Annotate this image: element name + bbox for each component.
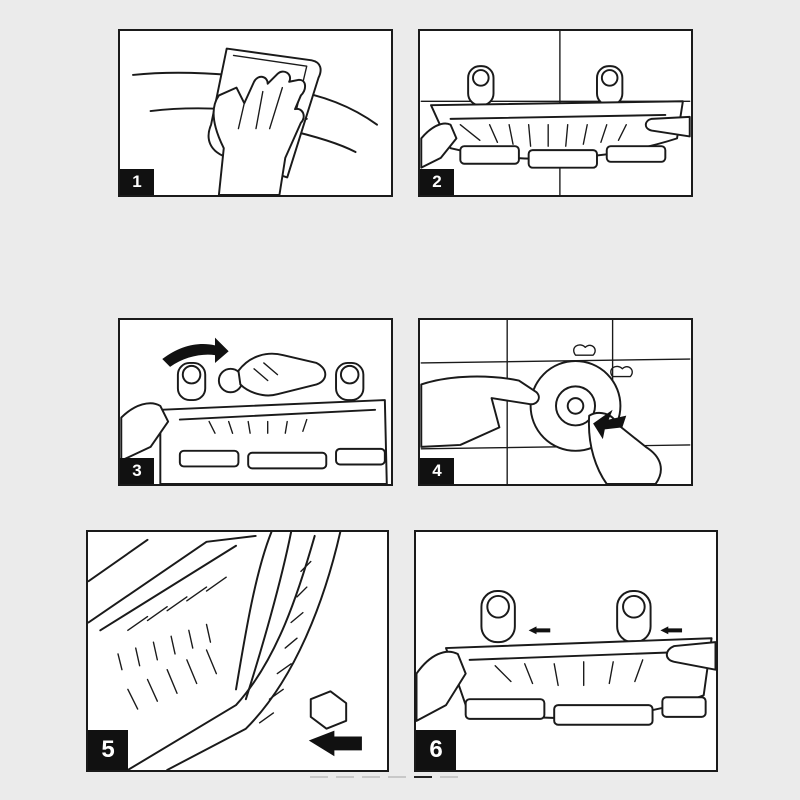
step-number-badge: 1	[120, 169, 154, 195]
carousel-pager	[310, 776, 458, 778]
cloth-wipe-icon	[132, 47, 379, 195]
twist-knob-icon	[120, 337, 388, 484]
pager-dot[interactable]	[310, 776, 328, 778]
step-panel-3: 3	[118, 318, 393, 486]
step-panel-4: 4	[418, 318, 693, 486]
rubber-pad-insert-icon	[88, 532, 362, 770]
pager-dot[interactable]	[440, 776, 458, 778]
suction-cup-press-icon	[420, 320, 691, 484]
shelf-mount-icon	[416, 590, 716, 726]
step-panel-2: 2	[418, 29, 693, 197]
pager-dot[interactable]	[414, 776, 432, 778]
pager-dot[interactable]	[336, 776, 354, 778]
pager-dot[interactable]	[362, 776, 380, 778]
step-number-badge: 6	[416, 730, 456, 770]
pager-dot[interactable]	[388, 776, 406, 778]
step-panel-6: 6	[414, 530, 718, 772]
step-panel-1: 1	[118, 29, 393, 197]
step-number-badge: 4	[420, 458, 454, 484]
step-panel-5: 5	[86, 530, 389, 772]
step-number-badge: 2	[420, 169, 454, 195]
shelf-suction-icon	[420, 31, 691, 195]
step-number-badge: 5	[88, 730, 128, 770]
step-number-badge: 3	[120, 458, 154, 484]
